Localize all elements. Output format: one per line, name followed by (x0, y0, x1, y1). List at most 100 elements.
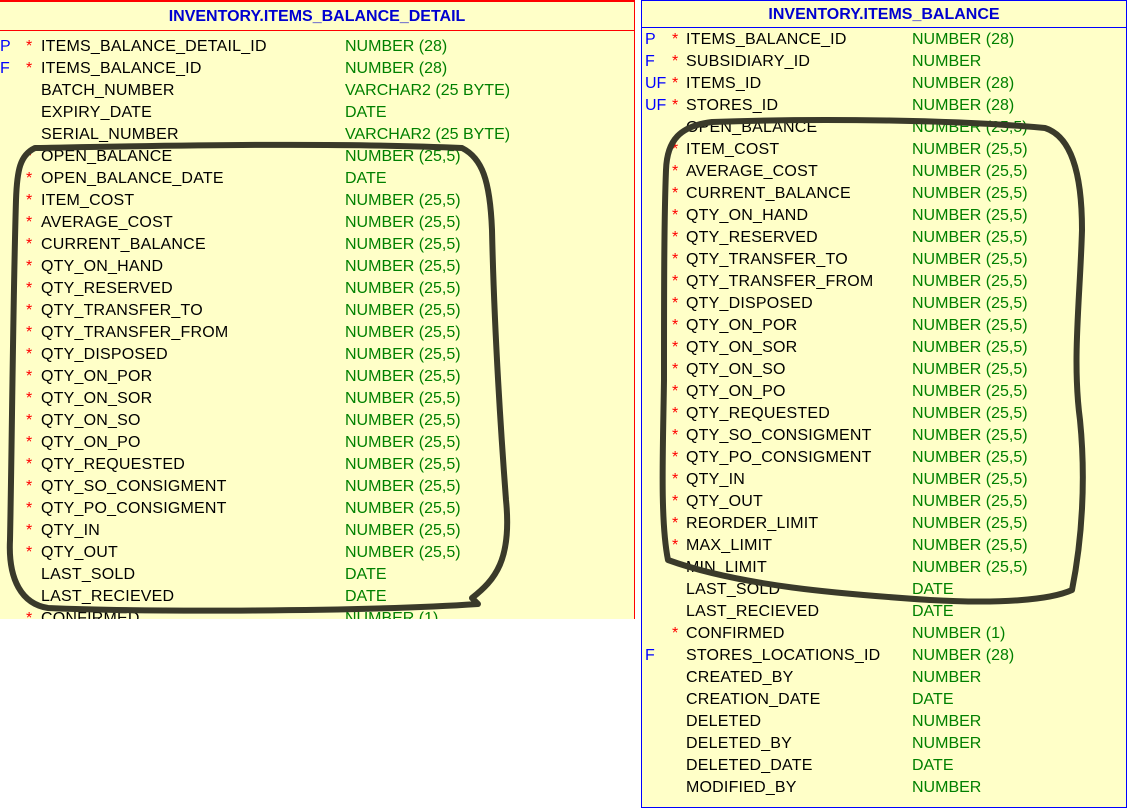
column-name: ITEM_COST (686, 141, 780, 158)
column-name: BATCH_NUMBER (41, 82, 175, 99)
column-type: NUMBER (25,5) (345, 390, 461, 407)
column-name: QTY_SO_CONSIGMENT (41, 478, 227, 495)
column-name: QTY_ON_HAND (41, 258, 164, 275)
required-marker: * (672, 383, 679, 400)
key-marker: F (645, 53, 655, 70)
column-name: STORES_LOCATIONS_ID (686, 647, 881, 664)
column-type: NUMBER (28) (912, 97, 1015, 114)
column-type: NUMBER (25,5) (345, 368, 461, 385)
column-name: ITEM_COST (41, 192, 135, 209)
required-marker: * (26, 456, 33, 473)
column-type: NUMBER (25,5) (912, 405, 1028, 422)
entity-items-balance-detail[interactable]: INVENTORY.ITEMS_BALANCE_DETAIL P*ITEMS_B… (0, 0, 635, 619)
column-name: STORES_ID (686, 97, 779, 114)
required-marker: * (26, 544, 33, 561)
column-type: NUMBER (25,5) (345, 478, 461, 495)
required-marker: * (672, 537, 679, 554)
required-marker: * (26, 610, 33, 619)
required-marker: * (26, 324, 33, 341)
column-type: NUMBER (28) (912, 647, 1015, 664)
column-row[interactable]: CREATED_BY NUMBER (642, 667, 1126, 689)
required-marker: * (26, 192, 33, 209)
column-name: CREATED_BY (686, 669, 794, 686)
required-marker: * (26, 280, 33, 297)
required-marker: * (26, 258, 33, 275)
column-type: NUMBER (912, 669, 982, 686)
required-marker: * (26, 434, 33, 451)
entity-items-balance[interactable]: INVENTORY.ITEMS_BALANCE P*ITEMS_BALANCE_… (641, 0, 1127, 808)
column-name: ITEMS_ID (686, 75, 762, 92)
column-name: ITEMS_BALANCE_ID (41, 60, 202, 77)
column-type: NUMBER (25,5) (912, 339, 1028, 356)
column-type: NUMBER (25,5) (345, 412, 461, 429)
required-marker: * (26, 500, 33, 517)
column-name: QTY_DISPOSED (686, 295, 813, 312)
column-name: AVERAGE_COST (686, 163, 818, 180)
required-marker: * (26, 412, 33, 429)
column-type: NUMBER (1) (912, 625, 1006, 642)
column-type: NUMBER (25,5) (345, 544, 461, 561)
